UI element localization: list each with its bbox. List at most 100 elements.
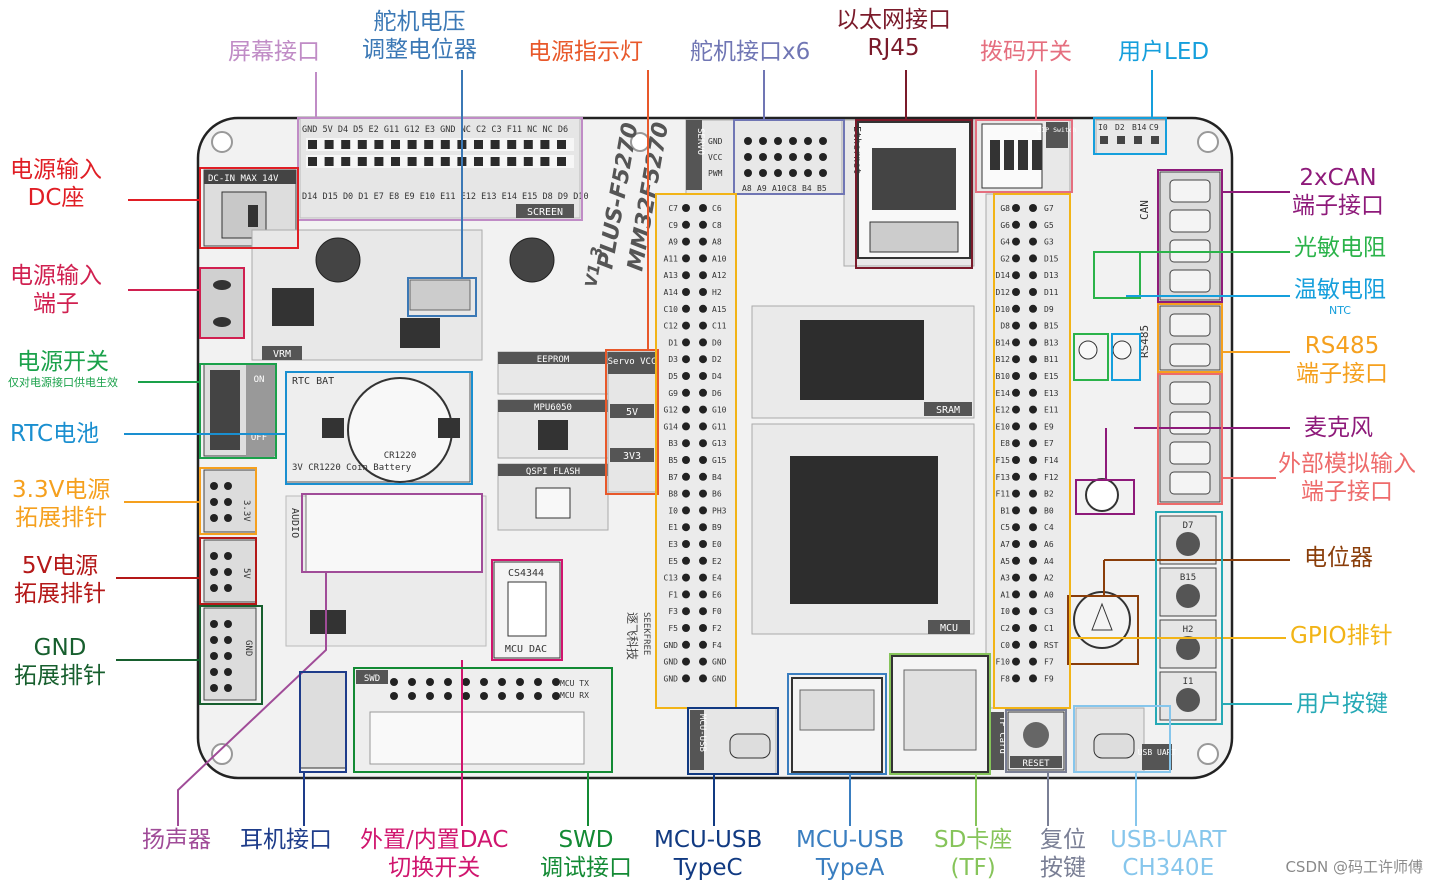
gpio-pin — [1012, 271, 1020, 280]
gpio-label: F14 — [1044, 456, 1059, 465]
gpio-pin — [1029, 674, 1037, 683]
mcu-rx-silk: MCU RX — [560, 691, 589, 700]
gpio-label: D9 — [1044, 305, 1054, 314]
gpio-label: D1 — [668, 338, 678, 347]
gpio-label: F8 — [1000, 674, 1010, 683]
gpio-pin — [699, 607, 707, 616]
gpio-label: B15 — [1044, 322, 1059, 331]
gpio-label: B4 — [712, 473, 722, 482]
gpio-label: F2 — [712, 624, 722, 633]
gpio-label: E6 — [712, 590, 722, 599]
mcuusb-silk: MCU-USB — [697, 714, 707, 752]
label-5v-header: 5V电源拓展排针 — [14, 553, 106, 607]
v5-led-silk: 5V — [626, 407, 638, 418]
gpio-pin — [1012, 472, 1020, 481]
gpio-label: B12 — [996, 355, 1011, 364]
gpio-pin — [1012, 220, 1020, 229]
vrm-silk: VRM — [273, 349, 291, 360]
servo-pin — [759, 137, 767, 145]
gpio-label: G5 — [1044, 221, 1054, 230]
gpio-label: D12 — [996, 288, 1011, 297]
swd-pin — [444, 678, 452, 686]
coin-silk: 3V CR1220 Coin Battery — [292, 463, 412, 473]
gpio-pin — [1012, 607, 1020, 616]
gpio-label: B3 — [668, 439, 678, 448]
gpio-label: F4 — [712, 641, 722, 650]
key-cap — [1176, 688, 1200, 712]
screen-bot-labels: D14 D15 D0 D1 E7 E8 E9 E10 E11 E12 E13 E… — [302, 192, 589, 202]
gpio-pin — [682, 237, 690, 246]
highlight-box — [1157, 303, 1223, 373]
gpio-label: B8 — [668, 490, 678, 499]
gpio-pin — [682, 640, 690, 649]
gpio-pin — [682, 304, 690, 313]
gpio-label: B11 — [1044, 355, 1059, 364]
screen-pin — [540, 157, 550, 166]
gpio-label: GND — [712, 674, 727, 683]
gpio-label: F13 — [996, 473, 1011, 482]
header-pin — [224, 482, 232, 490]
swd-pin — [552, 692, 560, 700]
gpio-label: C9 — [668, 221, 678, 230]
gpio-pin — [1012, 321, 1020, 330]
brand-cn: 逐飞科技 — [625, 612, 639, 660]
header-pin — [224, 584, 232, 592]
gpio-label: D5 — [668, 372, 678, 381]
gpio-pin — [682, 472, 690, 481]
gpio-label: E1 — [668, 523, 678, 532]
swd-pin — [552, 678, 560, 686]
gpio-pin — [699, 271, 707, 280]
screen-pin — [341, 140, 351, 149]
gpio-pin — [1012, 674, 1020, 683]
swd-pin — [480, 678, 488, 686]
gpio-label: G9 — [668, 389, 678, 398]
power-header-pins — [210, 482, 232, 692]
dcin-silk: DC-IN MAX 14V — [208, 174, 279, 184]
label-potentiometer: 电位器 — [1304, 545, 1373, 571]
gpio-label: F5 — [668, 624, 678, 633]
gpio-pin — [699, 456, 707, 464]
highlight-box — [855, 119, 973, 269]
screen-pin — [507, 157, 517, 166]
key-label: B15 — [1180, 573, 1196, 583]
servo-pin — [744, 169, 752, 177]
gpio-pin — [682, 624, 690, 632]
label-servo-interface: 舵机接口x6 — [690, 39, 811, 65]
highlight-box — [1093, 117, 1167, 155]
servo-pin — [774, 153, 782, 161]
gpio-pin — [1029, 338, 1037, 347]
screen-pin — [357, 140, 367, 149]
header-pin — [210, 584, 218, 592]
gpio-label: G4 — [1000, 238, 1010, 247]
gpio-label: E15 — [1044, 372, 1059, 381]
highlight-box — [407, 277, 477, 317]
cs4344-silk: CS4344 — [508, 568, 544, 579]
highlight-box — [199, 605, 263, 705]
gpio-pin — [682, 506, 690, 515]
gpio-label: G3 — [1044, 238, 1054, 247]
gpio-label: PH3 — [712, 506, 727, 515]
gpio-pin — [682, 422, 690, 431]
gpio-pin — [1012, 523, 1020, 532]
key-cap — [1176, 636, 1200, 660]
gpio-pin — [699, 321, 707, 330]
servo-pin — [759, 169, 767, 177]
screen-pin — [523, 157, 533, 166]
gpio-pin — [1012, 540, 1020, 548]
gpio-pin — [1029, 388, 1037, 397]
gpio-label: E2 — [712, 557, 722, 566]
gpio-pin — [699, 489, 707, 498]
gpio-pin — [1029, 489, 1037, 498]
gpio-label: A6 — [1044, 540, 1054, 549]
gpio-label: GND — [664, 641, 679, 650]
servo-pin-label: A10 — [772, 184, 787, 193]
header-pin — [224, 552, 232, 560]
mount-hole — [1197, 743, 1219, 765]
led-label: B14 — [1132, 123, 1147, 132]
gpio-pin — [1012, 237, 1020, 246]
gpio-label: B7 — [668, 473, 678, 482]
gpio-label: G8 — [1000, 204, 1010, 213]
